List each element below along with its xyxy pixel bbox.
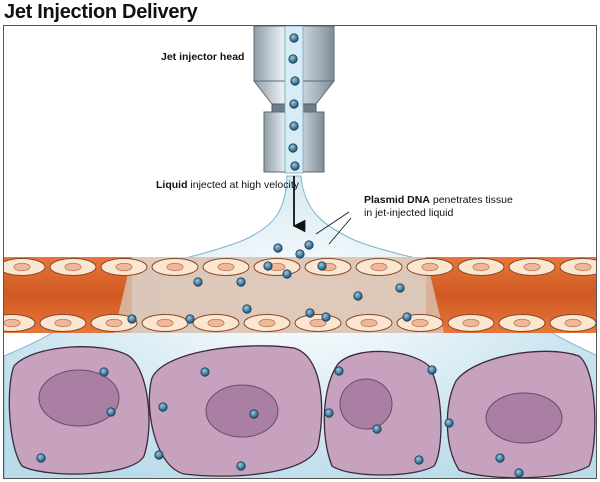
plasmid-dna-dot [127,314,137,324]
plasmid-label-line2: in jet-injected liquid [364,207,453,219]
cell-nucleus [205,384,279,438]
callout-line [328,217,352,245]
tissue-cell [406,258,454,276]
plasmid-dna-dot [334,366,344,376]
plasmid-dna-dot [185,314,195,324]
cell-nucleus [38,369,120,427]
plasmid-dna-dot [444,418,454,428]
tissue-cell [457,258,505,276]
tissue-cell [192,314,240,332]
plasmid-dna-dot [249,409,259,419]
plasmid-dna-dot [324,408,334,418]
plasmid-dna-dot [395,283,405,293]
plasmid-dna-dot [495,453,505,463]
tissue-cell [49,258,97,276]
liquid-label: Liquid injected at high velocity [156,179,300,191]
tissue-cell [39,314,87,332]
plasmid-dna-dot [236,461,246,471]
plasmid-dna-dot [36,453,46,463]
diagram-frame: Jet injector head Liquid injected at hig… [3,25,597,479]
tissue-cell [447,314,495,332]
tissue-cell [4,314,36,332]
cell-nucleus [485,392,563,444]
plasmid-dna-dot [99,367,109,377]
tissue-cell [294,314,342,332]
injector-head-label: Jet injector head [161,51,244,63]
plasmid-dna-dot [317,261,327,271]
tissue-cell [549,314,596,332]
plasmid-dna-dot [402,312,412,322]
tissue-cell [559,258,596,276]
diagram-title: Jet Injection Delivery [4,1,198,23]
tissue-cell [253,258,301,276]
plasmid-dna-dot [236,277,246,287]
plasmid-dna-dot [305,308,315,318]
plasmid-dna-dot [427,365,437,375]
plasmid-dna-dot [295,249,305,259]
tissue-cell [151,258,199,276]
plasmid-dna-dot [290,76,300,86]
tissue-cell [141,314,189,332]
plasmid-dna-dot [290,161,300,171]
plasmid-dna-dot [273,243,283,253]
plasmid-dna-dot [158,402,168,412]
plasmid-dna-dot [288,54,298,64]
plasmid-dna-dot [263,261,273,271]
callout-line [315,211,350,235]
tissue-cell [304,258,352,276]
tissue-cell [508,258,556,276]
tissue-cell [202,258,250,276]
tissue-cell [4,258,46,276]
plasmid-dna-dot [514,468,524,478]
plasmid-dna-dot [414,455,424,465]
diagram-canvas: Jet injector head Liquid injected at hig… [4,26,596,478]
plasmid-dna-particles [36,33,524,478]
large-cells [8,345,596,478]
plasmid-dna-dot [289,99,299,109]
plasmid-dna-dot [353,291,363,301]
plasmid-label-line1: Plasmid DNA penetrates tissue [364,194,513,206]
tissue-cell [355,258,403,276]
plasmid-dna-dot [193,277,203,287]
plasmid-dna-dot [289,33,299,43]
large-cell [148,345,323,477]
tissue-cell [243,314,291,332]
tissue-cell [345,314,393,332]
plasmid-dna-dot [288,143,298,153]
plasmid-dna-dot [200,367,210,377]
plasmid-dna-dot [289,121,299,131]
large-cell [323,350,442,476]
plasmid-dna-dot [321,312,331,322]
tissue-cell [100,258,148,276]
plasmid-dna-dot [106,407,116,417]
plasmid-dna-dot [154,450,164,460]
plasmid-dna-dot [282,269,292,279]
plasmid-dna-dot [304,240,314,250]
tissue-cell [90,314,138,332]
large-cell [8,346,150,475]
tissue-cell [498,314,546,332]
plasmid-dna-dot [242,304,252,314]
cell-nucleus [339,378,393,430]
muscle-cell-rows [4,258,596,332]
large-cell [446,350,596,478]
plasmid-dna-dot [372,424,382,434]
